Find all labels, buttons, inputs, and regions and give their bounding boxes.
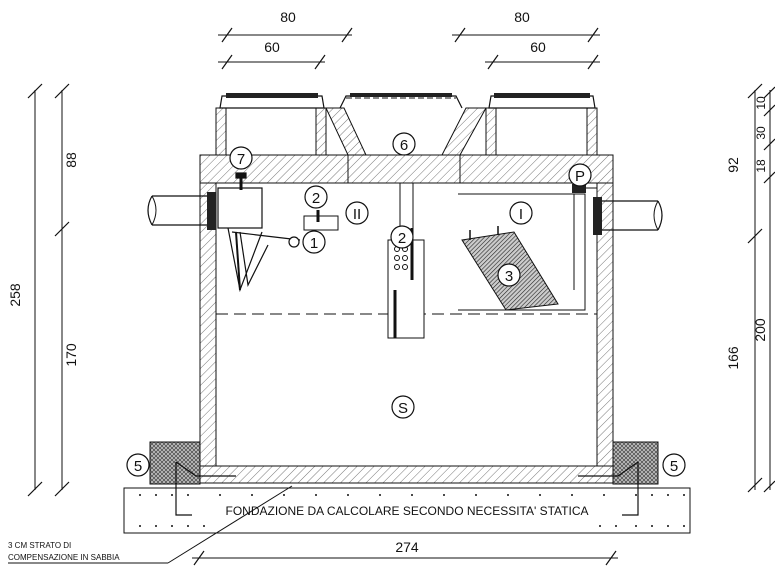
marker-6-circle	[392, 132, 416, 156]
top-dimensions: 80 60 80 60	[218, 9, 600, 70]
marker-3: 3	[505, 268, 513, 285]
marker-1-circle	[302, 230, 326, 254]
anchor-bars	[175, 461, 639, 516]
marker-i-circle	[509, 201, 533, 225]
marker-ii-circle	[345, 201, 369, 225]
dim-top-left-outer: 80	[280, 9, 296, 25]
marker-2b-circle	[390, 225, 414, 249]
marker-p: P	[575, 168, 585, 185]
marker-1: 1	[310, 235, 318, 252]
marker-labels: 7 6 P 2 II 1 2 I 3 S 5 5	[134, 137, 678, 475]
marker-7: 7	[237, 151, 245, 168]
marker-i: I	[519, 206, 523, 223]
dim-far-right-10: 10	[754, 96, 768, 110]
center-filter-tube	[387, 183, 425, 339]
marker-5-left-circle	[126, 453, 150, 477]
sensor-box-2a	[303, 210, 339, 231]
marker-6: 6	[400, 137, 408, 154]
outlet-pipe	[593, 197, 663, 235]
marker-s-circle	[391, 395, 415, 419]
dim-top-right-outer: 80	[514, 9, 530, 25]
dim-right-upper: 92	[725, 157, 741, 173]
marker-7-circle	[229, 146, 253, 170]
sand-layer-note: 3 CM STRATO DI COMPENSAZIONE IN SABBIA	[8, 485, 293, 564]
foundation-dots	[139, 494, 685, 527]
sand-note-line2: COMPENSAZIONE IN SABBIA	[8, 553, 120, 562]
dim-left-lower: 170	[63, 343, 79, 367]
marker-3-circle	[497, 263, 521, 287]
vent-p-fitting	[572, 184, 597, 193]
dim-top-right-inner: 60	[530, 39, 546, 55]
marker-p-circle	[568, 163, 592, 187]
marker-2a-circle	[304, 185, 328, 209]
dim-top-left-inner: 60	[264, 39, 280, 55]
dim-left-total: 258	[7, 283, 23, 307]
right-dimensions: 92 166 10 30 18 200	[725, 83, 775, 493]
marker-ii: II	[353, 206, 361, 223]
tank-structure	[123, 93, 691, 534]
dim-far-right-18: 18	[754, 159, 768, 173]
markers	[126, 132, 686, 477]
marker-s: S	[398, 400, 408, 417]
marker-2a: 2	[312, 190, 320, 207]
dim-left-upper: 88	[63, 152, 79, 168]
bottom-dimension: 274	[192, 539, 618, 566]
sand-note-line1: 3 CM STRATO DI	[8, 541, 71, 550]
dim-far-right-30: 30	[754, 126, 768, 140]
dim-bottom-width: 274	[395, 539, 419, 555]
dim-right-lower: 166	[725, 346, 741, 370]
foundation-note: FONDAZIONE DA CALCOLARE SECONDO NECESSIT…	[225, 504, 588, 518]
marker-2b: 2	[398, 230, 406, 247]
inlet-deflector	[217, 172, 301, 293]
marker-5-right-circle	[662, 453, 686, 477]
marker-5-left: 5	[134, 458, 142, 475]
marker-5-right: 5	[670, 458, 678, 475]
inlet-pipe	[147, 192, 216, 230]
dim-far-right-200: 200	[752, 318, 768, 342]
left-dimensions: 258 88 170	[7, 83, 79, 497]
